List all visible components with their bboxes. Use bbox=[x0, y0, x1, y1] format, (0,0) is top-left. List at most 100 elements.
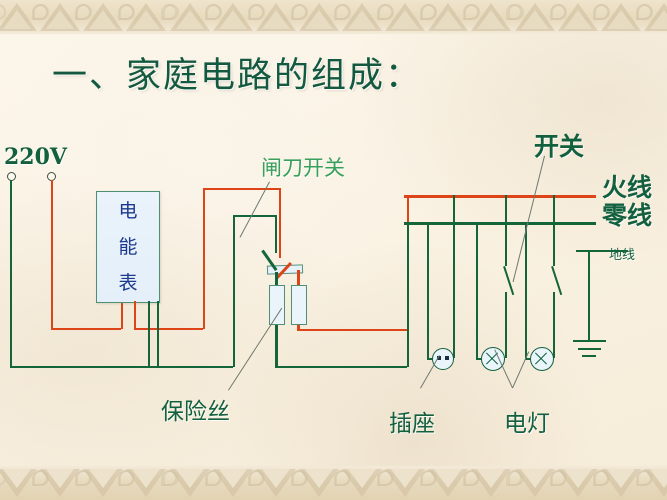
fuse-neutral bbox=[269, 285, 285, 325]
border-swirl-icon bbox=[335, 4, 351, 20]
border-triangle bbox=[507, 466, 566, 500]
lamp1-lead-left bbox=[476, 358, 485, 360]
border-triangle bbox=[421, 466, 480, 500]
border-swirl-icon bbox=[550, 470, 567, 486]
ground-bar-2 bbox=[578, 348, 601, 350]
border-triangle-inner bbox=[304, 10, 333, 29]
wire-live-top-to-knife bbox=[203, 188, 279, 190]
border-triangle-inner bbox=[46, 469, 75, 488]
meter-char-2: 能 bbox=[118, 236, 138, 258]
lamp-1-symbol bbox=[481, 347, 505, 371]
border-swirl-icon bbox=[162, 4, 179, 20]
wire-live-left-drop bbox=[51, 180, 53, 328]
page-title: 一、家庭电路的组成： bbox=[52, 56, 423, 96]
border-triangle bbox=[464, 466, 523, 500]
meter-char-1: 电 bbox=[118, 200, 138, 222]
border-triangle bbox=[119, 0, 178, 34]
border-triangle bbox=[119, 466, 178, 500]
border-swirl-icon bbox=[33, 4, 50, 20]
border-triangle-inner bbox=[391, 10, 420, 29]
socket-label: 插座 bbox=[389, 411, 435, 437]
border-swirl-icon bbox=[33, 470, 50, 486]
border-triangle bbox=[33, 0, 92, 34]
wire-live-meter-out-run bbox=[134, 328, 203, 330]
wire-live-to-meter-in bbox=[51, 328, 121, 330]
border-swirl-icon bbox=[464, 4, 481, 20]
border-triangle bbox=[636, 466, 667, 500]
border-triangle-inner bbox=[563, 469, 592, 488]
wire-neutral-bottom-run bbox=[10, 366, 157, 368]
border-swirl-icon bbox=[205, 470, 222, 486]
lamp-leader-line-left bbox=[512, 351, 530, 389]
wire-neutral-meter-a bbox=[148, 301, 150, 366]
border-triangle bbox=[248, 466, 307, 500]
wire-live-meter-out-riser bbox=[134, 301, 136, 328]
border-triangle bbox=[593, 466, 652, 500]
border-triangle bbox=[421, 0, 480, 34]
border-swirl-icon bbox=[248, 4, 265, 20]
border-swirl-icon bbox=[378, 4, 395, 20]
border-triangle bbox=[0, 466, 48, 500]
border-swirl-icon bbox=[464, 470, 481, 486]
border-swirl-icon bbox=[593, 4, 610, 20]
border-swirl-icon bbox=[550, 4, 567, 20]
live-wire-label: 火线 bbox=[602, 173, 653, 202]
border-triangle-inner bbox=[520, 469, 549, 488]
top-decorative-border bbox=[0, 0, 667, 34]
border-triangle bbox=[378, 466, 437, 500]
border-triangle-inner bbox=[477, 469, 506, 488]
border-triangle bbox=[636, 0, 667, 34]
socket-pin-left bbox=[437, 356, 441, 360]
wire-live-knife-drop bbox=[279, 188, 281, 258]
border-triangle-inner bbox=[606, 469, 635, 488]
wire-neutral-riser-to-switch bbox=[233, 215, 235, 367]
switch-leader-line bbox=[512, 155, 545, 283]
border-triangle bbox=[205, 0, 264, 34]
lamp2-branch-neutral-drop bbox=[525, 222, 527, 358]
socket-pin-right bbox=[445, 356, 449, 360]
wire-neutral-bottom-right-run bbox=[275, 366, 407, 368]
knife-switch-label: 闸刀开关 bbox=[261, 156, 345, 180]
border-swirl-icon bbox=[76, 4, 93, 20]
border-swirl-icon bbox=[593, 470, 610, 486]
border-triangle-inner bbox=[348, 10, 376, 29]
border-swirl-icon bbox=[205, 4, 222, 20]
border-triangle bbox=[162, 0, 221, 34]
border-triangle bbox=[291, 0, 350, 34]
border-triangle bbox=[162, 466, 221, 500]
fuse-label: 保险丝 bbox=[161, 399, 230, 425]
socket-branch-neutral-drop bbox=[427, 222, 429, 358]
switch-label: 开关 bbox=[534, 132, 585, 161]
border-triangle-inner bbox=[348, 469, 376, 488]
supply-voltage-label: 220V bbox=[4, 144, 67, 170]
earth-down-lead bbox=[588, 250, 590, 340]
wire-live-bottom-run bbox=[297, 329, 407, 331]
border-triangle bbox=[76, 0, 135, 34]
border-triangle-inner bbox=[132, 10, 161, 29]
border-triangle-inner bbox=[434, 469, 463, 488]
border-triangle-inner bbox=[89, 10, 118, 29]
border-triangle-inner bbox=[218, 469, 247, 488]
bottom-decorative-border bbox=[0, 466, 667, 500]
border-swirl-icon bbox=[162, 470, 179, 486]
border-triangle bbox=[335, 466, 393, 500]
bus-live bbox=[404, 195, 596, 198]
lamp1-branch-neutral-drop bbox=[476, 222, 478, 358]
border-swirl-icon bbox=[421, 470, 438, 486]
border-triangle-inner bbox=[649, 469, 667, 488]
border-triangle-inner bbox=[477, 10, 506, 29]
border-swirl-icon bbox=[507, 4, 524, 20]
border-swirl-icon bbox=[335, 470, 351, 486]
border-triangle bbox=[248, 0, 307, 34]
border-swirl-icon bbox=[291, 470, 308, 486]
border-swirl-icon bbox=[636, 470, 653, 486]
wire-neutral-blade-drop bbox=[275, 215, 277, 253]
border-triangle bbox=[33, 466, 92, 500]
wire-live-riser-left bbox=[203, 188, 205, 329]
border-triangle-inner bbox=[649, 10, 667, 29]
earth-wire-label: 地线 bbox=[609, 248, 636, 263]
lamp2-branch-live-drop-upper bbox=[553, 195, 555, 266]
border-triangle-inner bbox=[89, 469, 118, 488]
border-triangle-inner bbox=[434, 10, 463, 29]
